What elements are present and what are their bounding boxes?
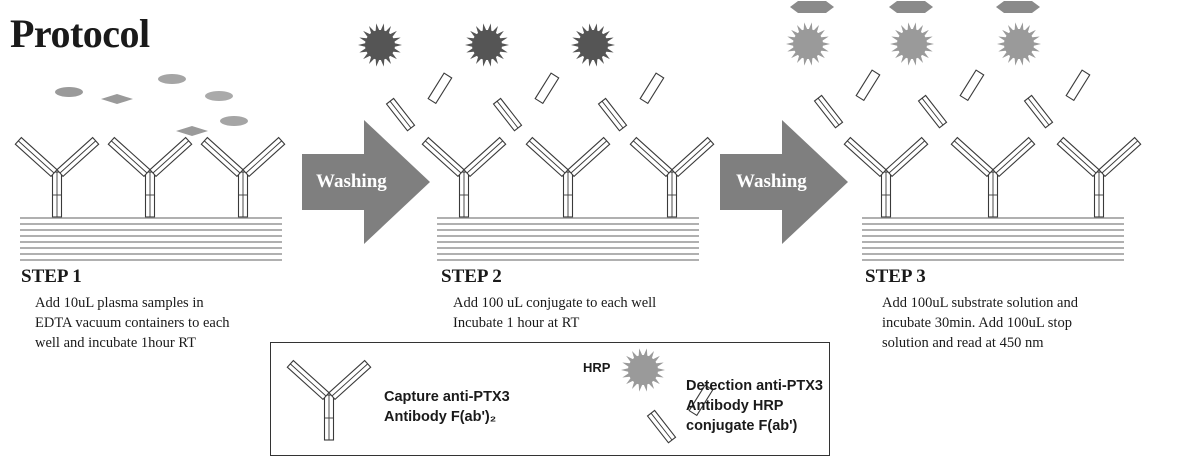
detection-fragment [492, 72, 560, 132]
step1-panel [14, 74, 286, 261]
detection-fragment [917, 69, 985, 129]
legend-detection-text: Detection anti-PTX3 Antibody HRP conjuga… [686, 376, 823, 436]
capture-antibody [421, 136, 507, 218]
detection-fragment [813, 69, 881, 129]
hrp-dark-icon [358, 23, 402, 67]
legend-capture-line: Capture anti-PTX3 [384, 389, 510, 405]
step1-line: well and incubate 1hour RT [35, 335, 197, 351]
hrp-dark-icon [465, 23, 509, 67]
sample-particle [220, 116, 248, 126]
capture-antibody [14, 136, 100, 218]
step2-line: Incubate 1 hour at RT [453, 315, 580, 331]
product-icon [790, 1, 834, 13]
step3-line: incubate 30min. Add 100uL stop [882, 315, 1072, 331]
step3-instructions: Add 100uL substrate solution and incubat… [882, 293, 1078, 353]
legend-box [270, 342, 830, 456]
legend-detection-line: Detection anti-PTX3 [686, 378, 823, 394]
step1-heading: STEP 1 [21, 266, 82, 287]
product-icon [996, 1, 1040, 13]
hrp-light-icon [997, 22, 1041, 66]
step2-line: Add 100 uL conjugate to each well [453, 295, 657, 311]
capture-antibody [200, 136, 286, 218]
legend-capture-text: Capture anti-PTX3 Antibody F(ab')₂ [384, 387, 510, 427]
legend-capture-line: Antibody F(ab')₂ [384, 409, 497, 425]
hrp-light-icon [786, 22, 830, 66]
step3-heading: STEP 3 [865, 266, 926, 287]
page-title: Protocol [10, 11, 150, 56]
sample-particle [176, 126, 208, 136]
washing-label-2: Washing [736, 171, 807, 192]
hrp-dark-icon [571, 23, 615, 67]
washing-label-1: Washing [316, 171, 387, 192]
legend-hrp-icon [621, 348, 665, 392]
legend-detection-line: conjugate F(ab') [686, 418, 798, 434]
microplate-well-1 [20, 217, 282, 261]
microplate-well-2 [437, 217, 699, 261]
capture-antibody [525, 136, 611, 218]
hrp-light-icon [890, 22, 934, 66]
sample-particle [55, 87, 83, 97]
step2-heading: STEP 2 [441, 266, 502, 287]
step3-line: Add 100uL substrate solution and [882, 295, 1078, 311]
sample-particle [158, 74, 186, 84]
microplate-well-3 [862, 217, 1124, 261]
step3-line: solution and read at 450 nm [882, 335, 1044, 351]
product-icon [889, 1, 933, 13]
detection-fragment [1023, 69, 1091, 129]
sample-particle [101, 94, 133, 104]
step1-instructions: Add 10uL plasma samples in EDTA vacuum c… [35, 293, 230, 353]
capture-antibody [843, 136, 929, 218]
capture-antibody [950, 136, 1036, 218]
step2-panel [358, 23, 715, 261]
legend-detection-line: Antibody HRP [686, 398, 784, 414]
step1-line: EDTA vacuum containers to each [35, 315, 230, 331]
capture-antibody [1056, 136, 1142, 218]
step3-panel [786, 1, 1142, 261]
detection-fragment [385, 72, 453, 132]
capture-antibody [629, 136, 715, 218]
sample-particle [205, 91, 233, 101]
detection-fragment [597, 72, 665, 132]
step1-line: Add 10uL plasma samples in [35, 295, 204, 311]
legend-hrp-label: HRP [583, 360, 611, 375]
capture-antibody [107, 136, 193, 218]
step2-instructions: Add 100 uL conjugate to each well Incuba… [453, 293, 656, 333]
